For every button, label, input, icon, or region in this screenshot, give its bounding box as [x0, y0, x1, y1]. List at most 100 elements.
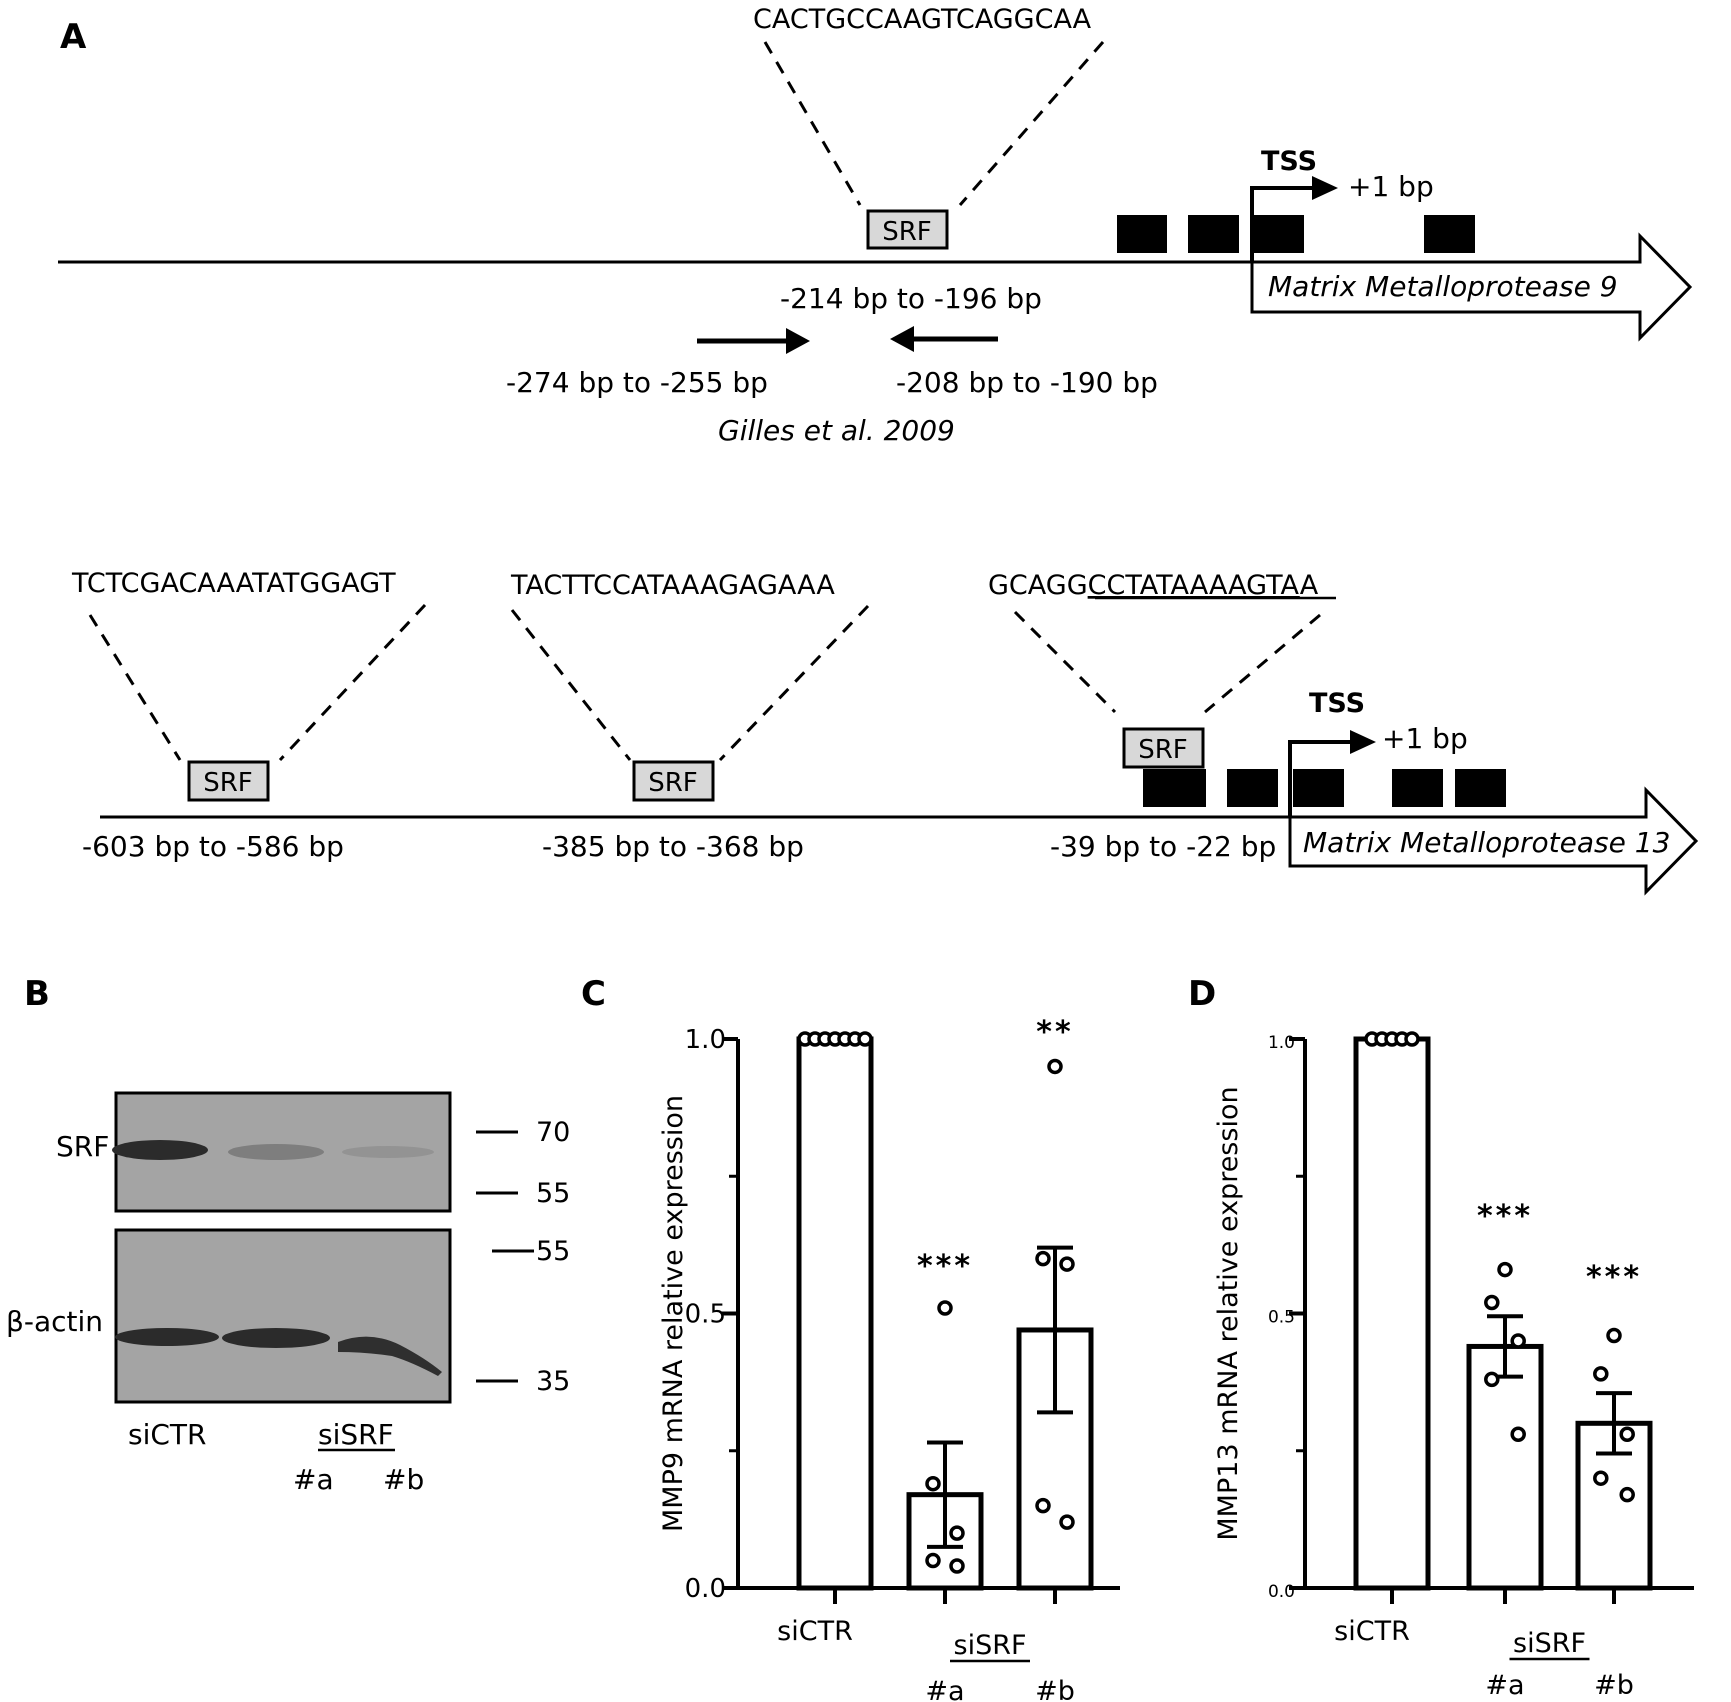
data-point	[1497, 1261, 1513, 1278]
primer-forward-arrowhead	[786, 328, 810, 354]
mmp9-dpe-box-1	[1188, 215, 1239, 253]
y-tick-label: 0.0	[1268, 1582, 1295, 1602]
mmp13-sequence-3-tail: A	[1300, 570, 1319, 601]
mmp13-dpe-label-1: DPE	[1230, 777, 1275, 801]
mmp13-plus1-label: +1 bp	[1382, 722, 1468, 755]
mmp13-range-3: -39 bp to -22 bp	[1050, 830, 1276, 863]
mmp13-dpe-label-4: DPE	[1458, 777, 1503, 801]
y-tick-label: 0.5	[1268, 1308, 1295, 1328]
data-point	[1619, 1426, 1635, 1443]
x-group-label: siSRF	[1513, 1628, 1586, 1659]
mmp9-dpe-box-2	[1253, 215, 1304, 253]
mmp13-srf-box-3-label: SRF	[1138, 735, 1188, 765]
significance-stars: ***	[917, 1249, 973, 1284]
panel-label-c: C	[581, 974, 606, 1014]
mmp13-gene-arrow	[1288, 786, 1699, 896]
bar-si-a	[1466, 1343, 1544, 1591]
mmp13-dashed-1-right	[278, 603, 427, 762]
data-point	[857, 1031, 873, 1047]
actin-blot	[114, 1228, 452, 1404]
western-blot: SRF β-actin 70 55 55 35 siCTR siSRF #a #…	[6, 1091, 570, 1496]
actin-band-ctr	[115, 1328, 219, 1346]
data-point	[1619, 1486, 1635, 1503]
lane-label-a: #a	[293, 1463, 334, 1496]
mmp13-sequence-3-plain: GCAGG	[988, 570, 1088, 601]
lane-label-sisrf: siSRF	[318, 1418, 394, 1451]
significance-stars: ***	[1477, 1199, 1533, 1234]
mmp13-dpe-label-2: DPE	[1296, 777, 1341, 801]
data-point	[925, 1475, 941, 1492]
y-axis-label: MMP9 mRNA relative expression	[658, 1095, 689, 1532]
data-point	[1510, 1426, 1526, 1443]
mmp9-dpe-label-3: DPE	[1427, 223, 1472, 247]
mmp9-srf-range: -214 bp to -196 bp	[780, 282, 1042, 315]
data-point	[1484, 1294, 1500, 1311]
mmp13-sequence-3: GCAGGCCTATAAAAGTAA	[988, 570, 1319, 601]
blot-actin-label: β-actin	[6, 1305, 103, 1338]
data-point	[1593, 1366, 1609, 1382]
x-category-label: #b	[1594, 1670, 1634, 1701]
mmp9-plus1-label: +1 bp	[1348, 170, 1434, 203]
mmp13-sequence-2: TACTTCCATAAAGAGAAA	[510, 570, 835, 601]
data-point	[925, 1552, 941, 1569]
x-category-label: #b	[1035, 1676, 1075, 1702]
data-point	[1606, 1327, 1622, 1344]
mmp13-gene-name: Matrix Metalloprotease 13	[1303, 826, 1670, 859]
mmp9-promoter-diagram: CACTGCCAAGTCAGGCAA SRF INR DPE DPE DPE T…	[58, 4, 1693, 447]
mmp13-dashed-3-right	[1204, 613, 1321, 714]
mmp13-srf-box-2-label: SRF	[648, 768, 698, 798]
srf-band-a	[228, 1144, 324, 1160]
y-tick-label: 1.0	[1268, 1033, 1295, 1053]
mmp13-dashed-2-right	[718, 604, 870, 762]
data-point	[1059, 1514, 1075, 1530]
srf-band-b	[342, 1146, 434, 1158]
mmp9-inr-box	[1117, 215, 1167, 253]
data-point	[1059, 1256, 1075, 1272]
x-category-label: #a	[925, 1676, 964, 1702]
data-point	[1484, 1371, 1500, 1388]
mmp13-srf-box-1	[187, 760, 270, 802]
significance-stars: ***	[1586, 1260, 1642, 1295]
actin-band-b	[338, 1336, 442, 1376]
mw-label-55-actin: 55	[536, 1236, 570, 1267]
x-category-label: siCTR	[1334, 1616, 1410, 1647]
y-tick-label: 0.0	[685, 1574, 726, 1604]
mmp13-tss-arrowhead	[1350, 730, 1376, 754]
mmp9-gene-arrow	[1250, 232, 1693, 342]
mmp13-tata-box	[1143, 769, 1206, 807]
actin-band-a	[222, 1328, 330, 1348]
primer-citation: Gilles et al. 2009	[718, 414, 955, 447]
bar-siCTR	[1353, 1036, 1431, 1591]
mmp13-dashed-2-left	[510, 609, 632, 761]
bar-siCTR	[796, 1036, 874, 1591]
lane-label-sictr: siCTR	[128, 1418, 206, 1451]
mmp9-tss-arrow	[1250, 186, 1312, 262]
significance-stars: **	[1036, 1015, 1073, 1050]
mmp9-tss-label: TSS	[1261, 146, 1317, 177]
mmp13-srf-box-1-label: SRF	[203, 768, 253, 798]
panel-label-b: B	[24, 974, 50, 1014]
data-point	[937, 1300, 953, 1316]
mmp13-range-1: -603 bp to -586 bp	[82, 830, 344, 863]
data-point	[1510, 1333, 1526, 1349]
mmp9-dpe-box-3	[1424, 215, 1475, 253]
x-category-label: siCTR	[777, 1616, 853, 1647]
y-tick-label: 1.0	[685, 1025, 726, 1055]
x-group-label: siSRF	[954, 1630, 1027, 1661]
primer-forward-range: -274 bp to -255 bp	[506, 366, 768, 399]
mmp13-dpe-box-2	[1293, 769, 1344, 807]
blot-srf-label: SRF	[56, 1130, 109, 1163]
mmp13-sequence-3-tata-underlined: CCTATAAAAGTA	[1088, 570, 1300, 601]
mmp13-srf-box-3	[1122, 727, 1205, 769]
mmp9-dashed-line-left	[763, 41, 862, 206]
mmp9-dpe-label-2: DPE	[1256, 223, 1301, 247]
mmp9-gene-name: Matrix Metalloprotease 9	[1268, 270, 1618, 303]
mmp13-dpe-box-1	[1227, 769, 1278, 807]
mmp9-srf-sequence: CACTGCCAAGTCAGGCAA	[753, 4, 1092, 35]
mmp13-dpe-box-3	[1392, 769, 1443, 807]
mw-label-35: 35	[536, 1366, 570, 1397]
x-category-label: #a	[1485, 1670, 1524, 1701]
mmp13-tss-arrow	[1288, 740, 1350, 817]
